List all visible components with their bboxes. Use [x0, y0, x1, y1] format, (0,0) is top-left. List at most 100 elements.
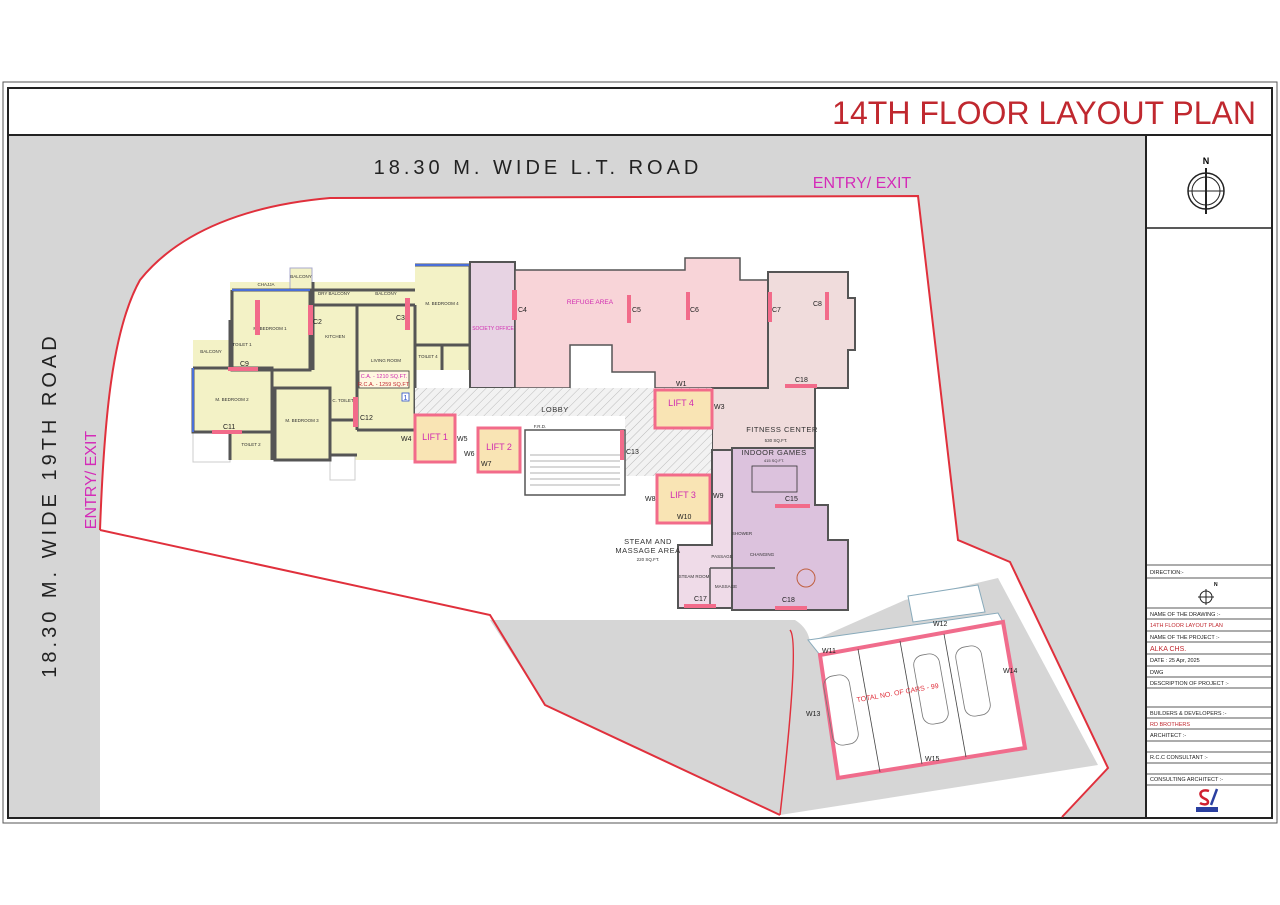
steam-massage-label-2: MASSAGE AREA — [615, 546, 680, 555]
parking-staircase — [907, 584, 986, 623]
column-label: C8 — [813, 301, 822, 308]
direction-label: DIRECTION:- — [1150, 570, 1184, 576]
car-parking-tower — [817, 619, 1028, 781]
window-label: W1 — [676, 381, 687, 388]
column-label: C11 — [223, 424, 235, 431]
room-passage: PASSAGE — [711, 554, 732, 559]
rcc-consultant-label: R.C.C CONSULTANT :- — [1150, 755, 1208, 761]
lift-1-label: LIFT 1 — [422, 432, 448, 442]
window-label: W3 — [714, 404, 725, 411]
builders-name: RD BROTHERS — [1150, 722, 1190, 728]
column-label: C15 — [785, 496, 798, 503]
society-office-label: SOCIETY OFFICE — [472, 326, 514, 332]
window-label: W14 — [1003, 668, 1018, 675]
lift-1 — [413, 413, 457, 464]
pool-table-icon — [751, 465, 798, 493]
company-logo — [1196, 788, 1219, 812]
lift-2-label: LIFT 2 — [486, 442, 512, 452]
window-label: W6 — [464, 451, 475, 458]
column-labels: C2 C3 C4 C5 C6 C7 C8 C9 C11 C12 C13 C15 … — [223, 301, 822, 604]
column-markers — [212, 290, 829, 610]
indoor-games — [731, 447, 849, 611]
column-label: C18 — [795, 377, 808, 384]
window-label: W4 — [401, 436, 412, 443]
room-dry-balcony: DRY BALCONY — [318, 291, 350, 296]
drawing-name-label: NAME OF THE DRAWING :- — [1150, 612, 1220, 618]
column-label: C9 — [240, 361, 249, 368]
room-kitchen: KITCHEN — [325, 334, 345, 339]
window-label: W12 — [933, 621, 948, 628]
fitness-center-label: FITNESS CENTER — [746, 425, 818, 434]
window-label: W9 — [713, 493, 724, 500]
north-arrow-icon — [1187, 168, 1225, 214]
road-label-top: 18.30 M. WIDE L.T. ROAD — [374, 157, 703, 179]
refuge-area-label: REFUGE AREA — [567, 299, 614, 306]
column-label: C6 — [690, 307, 699, 314]
window-label: W8 — [645, 496, 656, 503]
lift-4-label: LIFT 4 — [668, 398, 694, 408]
north-label: N — [1203, 156, 1210, 166]
column-label: C17 — [694, 596, 707, 603]
window-label: W15 — [925, 756, 940, 763]
room-toilet-4: TOILET 4 — [418, 354, 438, 359]
window-label: W11 — [822, 648, 836, 655]
room-bedroom-1: M. BEDROOM 1 — [253, 326, 287, 331]
room-bedroom-2: M. BEDROOM 2 — [215, 397, 249, 402]
date: DATE : 25 Apr, 2025 — [1150, 658, 1200, 664]
title-block: N DIRECTION:- N NAME OF THE DRAWING :- 1… — [1146, 156, 1272, 812]
column-label: C5 — [632, 307, 641, 314]
indoor-games-label: INDOOR GAMES — [741, 448, 806, 457]
entry-exit-top: ENTRY/ EXIT — [813, 175, 912, 192]
room-changing: CHANGING — [750, 552, 775, 557]
window-label: W13 — [806, 711, 821, 718]
steam-massage-area-size: 220 SQ.FT. — [637, 557, 660, 562]
room-living: LIVING ROOM — [371, 358, 401, 363]
compass-icon — [1198, 589, 1214, 605]
room-massage: MASSAGE — [715, 584, 737, 589]
lobby-label: LOBBY — [541, 405, 569, 414]
window-label: W5 — [457, 436, 468, 443]
steam-massage-label: STEAM AND — [624, 537, 672, 546]
road-label-left: 18.30 M. WIDE 19TH ROAD — [39, 332, 61, 677]
carpet-area: C.A. - 1210 SQ.FT. — [361, 374, 408, 380]
flat-number: 1 — [404, 395, 408, 402]
chajja-label: CHAJJA — [257, 282, 274, 287]
column-label: C13 — [626, 449, 639, 456]
room-balcony-top: BALCONY — [290, 274, 312, 279]
room-shower: SHOWER — [732, 531, 753, 536]
window-labels: W1 W3 W4 W5 W6 W7 W8 W9 W10 W11 W12 W13 … — [401, 381, 1018, 763]
room-bedroom-4: M. BEDROOM 4 — [425, 301, 459, 306]
room-steam: STEAM ROOM — [679, 574, 710, 579]
description-label: DESCRIPTION OF PROJECT :- — [1150, 681, 1229, 687]
game-table-icon — [796, 568, 816, 588]
society-office — [469, 261, 516, 389]
room-toilet-1: TOILET 1 — [232, 342, 252, 347]
column-label: C2 — [313, 319, 322, 326]
indoor-games-area: 415 SQ.FT. — [764, 458, 784, 463]
car-icons — [823, 645, 991, 746]
plot-boundary — [99, 194, 1110, 818]
drawing-name: 14TH FLOOR LAYOUT PLAN — [1150, 623, 1223, 629]
room-toilet-3: C. TOILET — [332, 398, 354, 403]
project-name-label: NAME OF THE PROJECT :- — [1150, 635, 1220, 641]
dwg-label: DWG — [1150, 670, 1163, 676]
inner-border — [7, 87, 1273, 819]
refuge-area — [514, 257, 769, 389]
lift-3 — [655, 473, 712, 525]
consulting-architect-label: CONSULTING ARCHITECT :- — [1150, 777, 1223, 783]
column-label: C12 — [360, 415, 373, 422]
column-label: C18 — [782, 597, 795, 604]
builders-label: BUILDERS & DEVELOPERS :- — [1150, 711, 1227, 717]
room-bedroom-3: M. BEDROOM 3 — [285, 418, 319, 423]
project-name: ALKA CHS. — [1150, 646, 1186, 653]
lift-2 — [476, 426, 522, 474]
entry-exit-left: ENTRY/ EXIT — [83, 431, 100, 530]
fitness-area: 530 SQ.FT. — [765, 438, 788, 443]
lift-3-label: LIFT 3 — [670, 490, 696, 500]
page-title: 14TH FLOOR LAYOUT PLAN — [832, 95, 1256, 131]
architect-label: ARCHITECT :- — [1150, 733, 1186, 739]
room-balcony: BALCONY — [375, 291, 397, 296]
frd-label: F.R.D. — [534, 424, 547, 429]
room-balcony-left: BALCONY — [200, 349, 222, 354]
north-label-small: N — [1214, 582, 1218, 588]
